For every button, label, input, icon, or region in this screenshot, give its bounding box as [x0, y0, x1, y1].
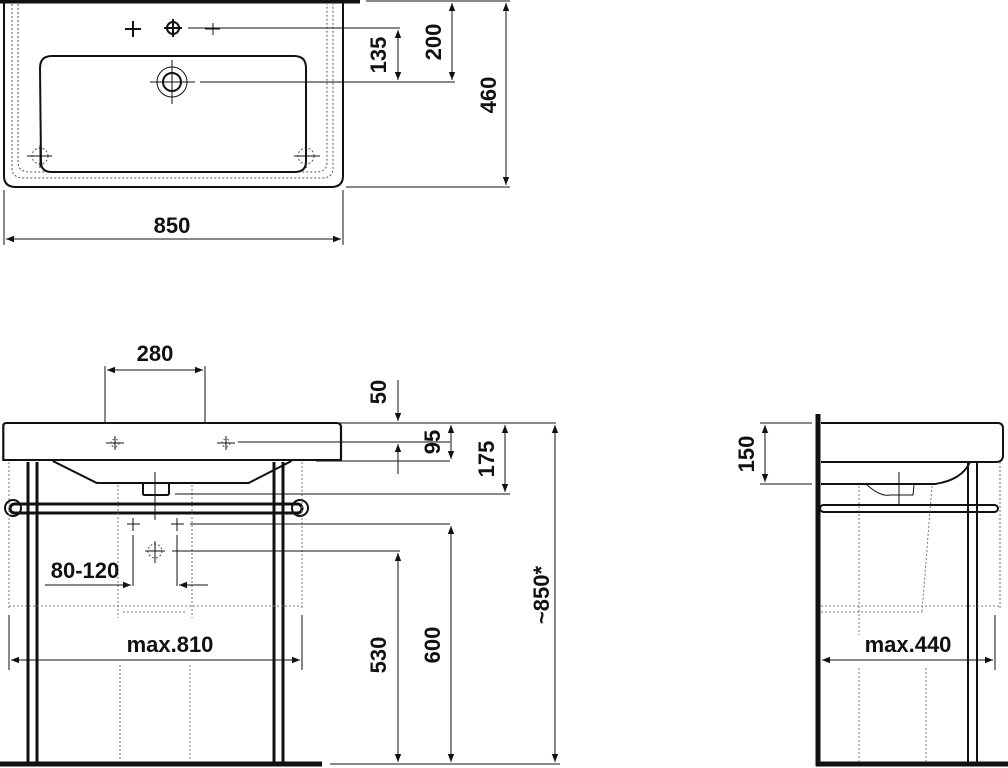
dim-max-440: max.440 [865, 632, 952, 657]
dim-530: 530 [366, 637, 391, 674]
basin-side [821, 422, 1004, 463]
dim-150: 150 [734, 436, 759, 473]
basin-outline-top [3, 1, 344, 188]
dim-135: 135 [366, 37, 391, 74]
dim-175: 175 [474, 441, 499, 478]
dim-600: 600 [420, 627, 445, 664]
dim-460: 460 [476, 77, 501, 114]
top-view: 135 200 460 850 [0, 0, 510, 245]
dim-850: 850 [154, 213, 191, 238]
towel-rail [4, 499, 309, 517]
dim-50: 50 [366, 380, 391, 404]
waste-outlet-top [150, 60, 195, 104]
tap-hole-marks [125, 19, 220, 37]
fixing-marks [27, 145, 320, 168]
dim-80-120: 80-120 [51, 558, 120, 583]
tap-marks-front [106, 436, 235, 450]
dim-total-850: ~850* [529, 566, 554, 625]
front-view: 280 50 95 175 80-120 max.810 530 [0, 341, 560, 767]
supply-valves [127, 518, 184, 563]
waste-trap-front [142, 483, 170, 496]
dim-95: 95 [420, 430, 445, 454]
bowl-underside [52, 460, 293, 484]
dim-200: 200 [421, 24, 446, 61]
bowl-side [821, 461, 971, 485]
dim-280: 280 [137, 341, 174, 366]
side-view: 150 max.440 [734, 414, 1008, 767]
dim-max-810: max.810 [127, 632, 214, 657]
towel-rail-side [819, 504, 999, 513]
